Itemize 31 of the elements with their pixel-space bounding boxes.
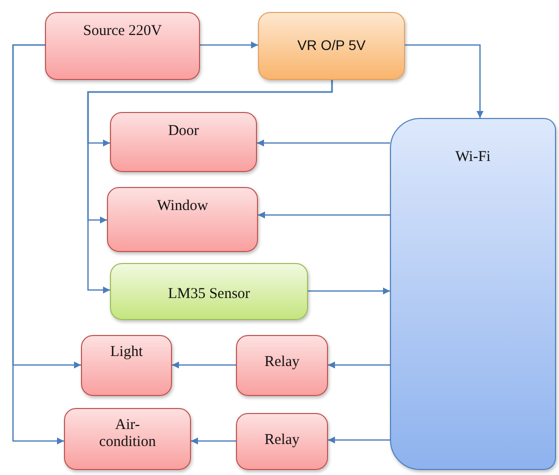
node-label: LM35 Sensor [166, 286, 252, 304]
controller-board-box [390, 118, 556, 470]
process-box [110, 112, 257, 172]
node-label: Relay [264, 354, 300, 372]
process-box [64, 408, 191, 470]
arrow [328, 362, 390, 368]
arrow [172, 362, 236, 368]
process-box [236, 335, 328, 396]
node-label: Source 220V [82, 23, 163, 40]
node-label: Wi-Fi [454, 149, 492, 166]
node-label: Door [167, 123, 200, 140]
arrow [405, 44, 484, 118]
arrow [257, 140, 390, 146]
arrow [87, 80, 333, 294]
process-box [45, 12, 200, 80]
arrow [258, 212, 390, 218]
process-box [81, 335, 172, 396]
arrow [12, 44, 64, 444]
process-box [107, 187, 258, 252]
regulator-box [258, 12, 405, 80]
arrow [328, 436, 390, 444]
process-box [236, 413, 328, 470]
node-label: Air-condition [98, 417, 157, 452]
node-label: Window [156, 198, 210, 216]
node-label: Light [109, 344, 144, 362]
node-label: Relay [264, 432, 300, 450]
sensor-box [110, 263, 308, 320]
arrow [191, 438, 236, 444]
arrow [308, 288, 390, 294]
node-label: VR O/P 5V [296, 37, 367, 54]
arrow [200, 42, 258, 48]
